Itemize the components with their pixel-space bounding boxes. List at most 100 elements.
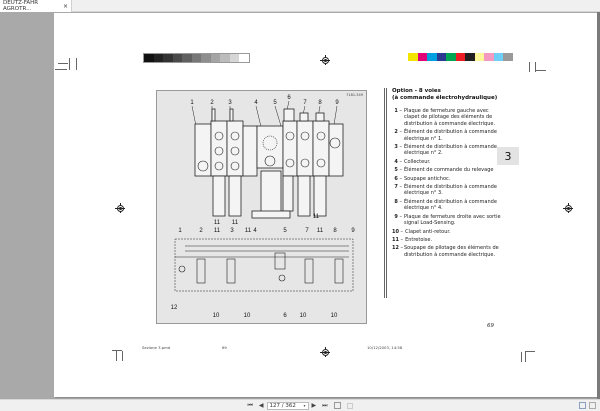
color-swatch bbox=[493, 53, 503, 61]
chapter-tab: 3 bbox=[497, 147, 519, 165]
view-mode-icons bbox=[579, 402, 596, 409]
fit-page-icon[interactable] bbox=[346, 402, 353, 409]
svg-text:10: 10 bbox=[300, 313, 307, 319]
svg-text:11: 11 bbox=[214, 228, 221, 234]
first-page-icon[interactable]: ⏮ bbox=[247, 401, 253, 409]
svg-text:4: 4 bbox=[253, 228, 257, 234]
legend-item: 9Plaque de fermeture droite avec sortie … bbox=[392, 214, 504, 227]
legend-column: Option - 8 voies (à commande électrohydr… bbox=[384, 88, 504, 298]
grayscale-calibration-bar bbox=[143, 53, 250, 63]
close-icon[interactable]: × bbox=[62, 2, 68, 10]
legend-item: 3Élément de distribution à commande élec… bbox=[392, 144, 504, 157]
svg-text:5: 5 bbox=[273, 100, 277, 106]
svg-text:5: 5 bbox=[283, 228, 287, 234]
tab-bar: DEUTZ-FAHR AGROTR... × bbox=[0, 0, 600, 12]
gray-swatch bbox=[220, 54, 230, 62]
color-calibration-bar bbox=[408, 53, 513, 61]
legend-item: 4Collecteur. bbox=[392, 159, 504, 165]
gray-swatch bbox=[239, 54, 249, 62]
legend-item: 2Élément de distribution à commande élec… bbox=[392, 129, 504, 142]
legend-item: 1Plaque de fermeture gauche avec clapet … bbox=[392, 108, 504, 127]
svg-text:6: 6 bbox=[287, 95, 291, 101]
legend-item: 8Élément de distribution à commande élec… bbox=[392, 199, 504, 212]
chevron-down-icon[interactable]: ▾ bbox=[303, 403, 306, 408]
crop-mark bbox=[76, 58, 77, 70]
svg-text:8: 8 bbox=[318, 100, 322, 106]
figure-code: 7181-349 bbox=[346, 93, 363, 97]
next-page-icon[interactable]: ▶ bbox=[311, 401, 317, 409]
gray-swatch bbox=[229, 54, 239, 62]
svg-text:3: 3 bbox=[230, 228, 234, 234]
section-title: Option - 8 voies bbox=[392, 88, 441, 94]
gray-swatch bbox=[201, 54, 211, 62]
svg-text:2: 2 bbox=[199, 228, 203, 234]
svg-text:10: 10 bbox=[331, 313, 338, 319]
crop-mark bbox=[58, 63, 68, 64]
legend-item: 6Soupape antichoc. bbox=[392, 176, 504, 182]
crop-mark bbox=[69, 58, 70, 70]
svg-text:4: 4 bbox=[254, 100, 258, 106]
document-tab[interactable]: DEUTZ-FAHR AGROTR... × bbox=[0, 0, 72, 12]
section-subtitle: (à commande électrohydraulique) bbox=[392, 95, 498, 101]
gray-swatch bbox=[144, 54, 154, 62]
registration-mark-icon bbox=[320, 55, 330, 65]
svg-text:7: 7 bbox=[303, 100, 307, 106]
registration-mark-icon bbox=[320, 347, 330, 357]
gray-swatch bbox=[182, 54, 192, 62]
crop-mark bbox=[112, 350, 122, 351]
color-swatch bbox=[455, 53, 465, 61]
color-swatch bbox=[417, 53, 427, 61]
legend-item: 5Élément de commande du relevage bbox=[392, 167, 504, 173]
color-swatch bbox=[474, 53, 484, 61]
gray-swatch bbox=[191, 54, 201, 62]
crop-mark bbox=[525, 351, 535, 352]
page-number-field[interactable]: 127 / 362 ▾ bbox=[266, 401, 309, 410]
copy-page-icon[interactable] bbox=[333, 402, 341, 409]
crop-mark bbox=[529, 62, 530, 72]
color-swatch bbox=[408, 53, 418, 61]
svg-text:3: 3 bbox=[228, 100, 232, 106]
svg-text:9: 9 bbox=[335, 100, 339, 106]
legend-item: 11Entretoise. bbox=[392, 237, 504, 243]
svg-text:11: 11 bbox=[245, 228, 252, 234]
last-page-icon[interactable]: ⏭ bbox=[322, 401, 328, 409]
page-navigation-bar: ⏮ ◀ 127 / 362 ▾ ▶ ⏭ bbox=[0, 399, 600, 411]
tab-title: DEUTZ-FAHR AGROTR... bbox=[3, 0, 39, 12]
crop-mark bbox=[116, 351, 117, 361]
svg-text:11: 11 bbox=[313, 214, 320, 220]
single-page-view-icon[interactable] bbox=[579, 402, 586, 409]
bookmark-icon[interactable] bbox=[589, 402, 596, 409]
svg-text:11: 11 bbox=[317, 228, 324, 234]
crop-mark bbox=[55, 69, 67, 70]
slug-filename: Sezione 3.pmd bbox=[142, 345, 171, 350]
svg-text:10: 10 bbox=[244, 313, 251, 319]
svg-text:7: 7 bbox=[305, 228, 309, 234]
gray-swatch bbox=[153, 54, 163, 62]
svg-text:9: 9 bbox=[351, 228, 355, 234]
svg-text:11: 11 bbox=[232, 220, 239, 226]
color-swatch bbox=[427, 53, 437, 61]
color-swatch bbox=[503, 53, 513, 61]
registration-mark-icon bbox=[563, 203, 573, 213]
legend-item: 10Clapet anti-retour. bbox=[392, 229, 504, 235]
gray-swatch bbox=[210, 54, 220, 62]
crop-mark bbox=[525, 352, 526, 362]
color-swatch bbox=[484, 53, 494, 61]
gray-swatch bbox=[172, 54, 182, 62]
slug-page: 69 bbox=[222, 345, 227, 350]
vertical-scrollbar[interactable] bbox=[597, 12, 600, 399]
crop-mark bbox=[521, 352, 522, 362]
crop-mark bbox=[536, 70, 546, 71]
registration-mark-icon bbox=[115, 203, 125, 213]
svg-text:11: 11 bbox=[214, 220, 221, 226]
slug-date: 10/12/2003, 14:58 bbox=[367, 345, 403, 350]
svg-text:6: 6 bbox=[283, 313, 287, 319]
page-number: 69 bbox=[487, 323, 494, 329]
crop-mark bbox=[535, 62, 536, 72]
color-swatch bbox=[436, 53, 446, 61]
page-number-value: 127 / 362 bbox=[269, 402, 296, 409]
crop-mark bbox=[122, 351, 123, 361]
svg-text:10: 10 bbox=[213, 313, 220, 319]
previous-page-icon[interactable]: ◀ bbox=[258, 401, 264, 409]
